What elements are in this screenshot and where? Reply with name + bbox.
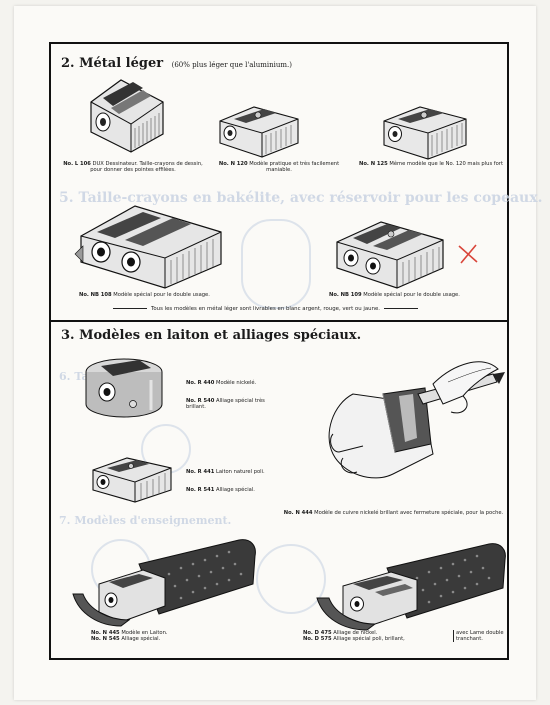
section-heading: Métal léger <box>79 56 164 71</box>
caption-nb108: No. NB 108 Modèle spécial pour le double… <box>79 292 210 298</box>
caption-r440: No. R 440 Modèle nickelé. <box>186 380 257 386</box>
pouch-sharpener-d475-illustration <box>316 543 506 631</box>
section-number: 2. <box>61 56 75 71</box>
ghost-shape <box>241 219 311 309</box>
caption-double-blade-note: avec Lame double tranchant. <box>453 630 508 643</box>
ghost-heading-7: 7. Modèles d'enseignement. <box>59 514 232 527</box>
caption-d475: No. D 475 Alliage de nickel. No. D 575 A… <box>303 630 405 643</box>
pouch-sharpener-n445-illustration <box>72 539 256 627</box>
caption-n120: No. N 120 Modèle pratique et très facile… <box>218 161 340 174</box>
caption-l106: No. L 106 DUX Dessinateur. Taille-crayon… <box>63 161 203 174</box>
caption-n444: No. N 444 Modèle de cuivre nickelé brill… <box>283 510 504 516</box>
color-availability-note: Tous les modèles en métal léger sont liv… <box>109 306 422 312</box>
caption-r441: No. R 441 Laiton naturel poli. <box>186 469 265 475</box>
caption-r541: No. R 541 Alliage spécial. <box>186 487 255 493</box>
caption-n125: No. N 125 Même modèle que le No. 120 mai… <box>359 161 503 167</box>
catalog-frame: 2. Métal léger (60% plus léger que l'alu… <box>49 42 542 660</box>
section-heading: Modèles en laiton et alliages spéciaux. <box>79 328 362 343</box>
ghost-heading-5: 5. Taille-crayons en bakélite, avec rése… <box>59 190 543 206</box>
sharpener-r441-illustration <box>92 457 172 503</box>
caption-nb109: No. NB 109 Modèle spécial pour le double… <box>329 292 460 298</box>
sharpener-l106-illustration <box>90 79 164 153</box>
sharpener-n125-illustration <box>383 106 467 160</box>
section-number: 3. <box>61 328 75 343</box>
sharpener-r440-illustration <box>85 358 163 418</box>
sharpener-n120-illustration <box>219 106 299 158</box>
hand-sharpening-pencil-illustration <box>328 361 505 479</box>
section-2-title: 2. Métal léger (60% plus léger que l'alu… <box>61 56 292 71</box>
sharpener-nb109-illustration <box>336 221 444 289</box>
ghost-shape <box>256 544 326 614</box>
caption-n445: No. N 445 Modèle en Laiton. No. N 545 Al… <box>91 630 168 643</box>
sharpener-nb108-illustration <box>74 205 222 289</box>
red-cross-mark-icon <box>458 244 478 264</box>
catalog-page: 2. Métal léger (60% plus léger que l'alu… <box>14 6 542 700</box>
section-divider <box>51 320 507 322</box>
caption-r540: No. R 540 Alliage spécial très brillant. <box>186 398 265 411</box>
section-subtitle: (60% plus léger que l'aluminium.) <box>171 61 292 69</box>
section-3-title: 3. Modèles en laiton et alliages spéciau… <box>61 328 361 343</box>
